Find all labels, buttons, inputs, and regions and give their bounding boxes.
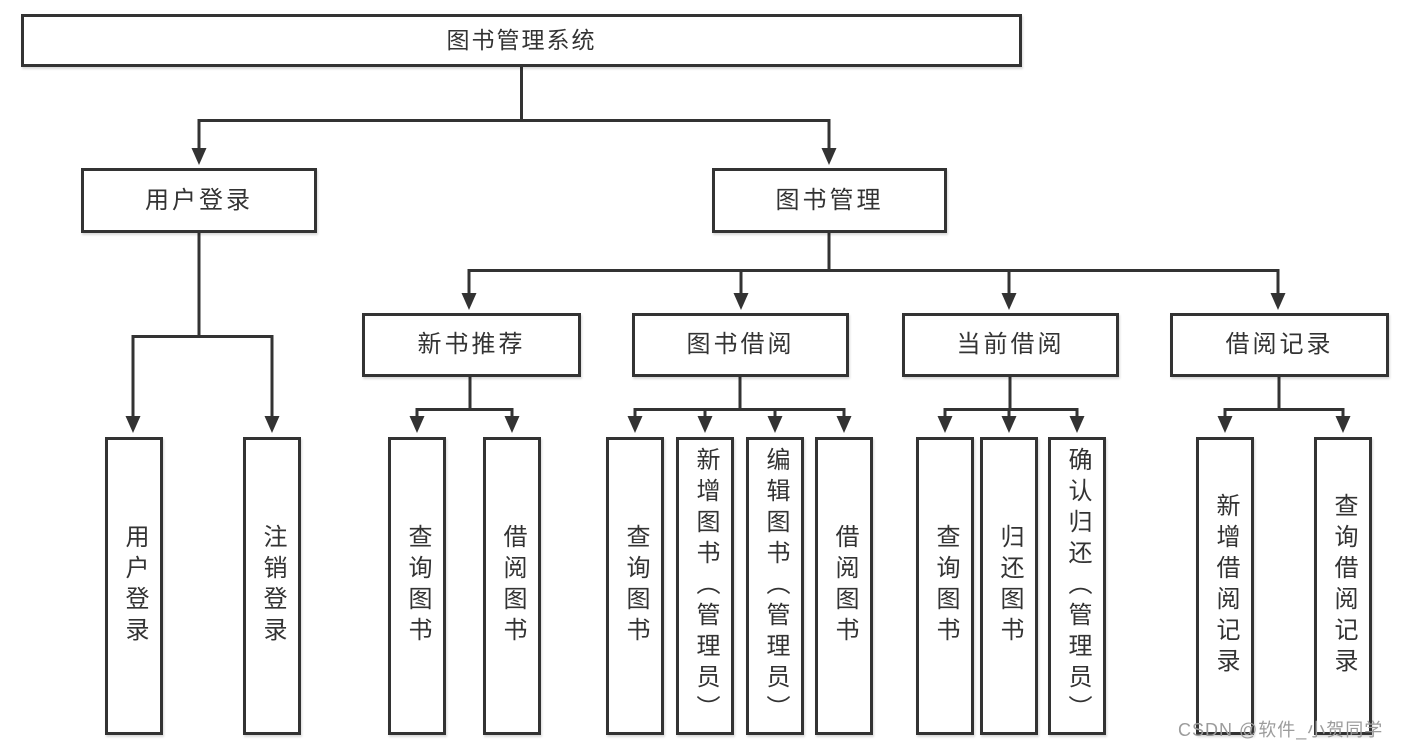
node-label: 新增图书（管理员） <box>692 446 719 726</box>
leaf-query-books-borrowing: 查询图书 <box>606 437 664 735</box>
leaf-logout: 注销登录 <box>243 437 301 735</box>
leaf-query-books-current: 查询图书 <box>916 437 974 735</box>
node-label: 归还图书 <box>996 524 1023 648</box>
node-label: 查询借阅记录 <box>1330 493 1357 679</box>
leaf-return-books: 归还图书 <box>980 437 1038 735</box>
leaf-query-books-recommend: 查询图书 <box>388 437 446 735</box>
node-label: 新增借阅记录 <box>1212 493 1239 679</box>
node-label: 图书借阅 <box>686 331 795 358</box>
node-label: 编辑图书（管理员） <box>762 446 789 726</box>
leaf-add-book-admin: 新增图书（管理员） <box>676 437 734 735</box>
node-label: 借阅记录 <box>1225 331 1334 358</box>
node-label: 用户登录 <box>121 524 148 648</box>
node-label: 借阅图书 <box>831 524 858 648</box>
node-new-book-recommendation: 新书推荐 <box>362 313 581 377</box>
node-borrowing-records: 借阅记录 <box>1170 313 1389 377</box>
node-label: 注销登录 <box>259 524 286 648</box>
leaf-borrow-books-recommend: 借阅图书 <box>483 437 541 735</box>
leaf-add-borrow-record: 新增借阅记录 <box>1196 437 1254 735</box>
node-label: 用户登录 <box>145 186 253 214</box>
node-book-management: 图书管理 <box>712 168 947 233</box>
leaf-query-borrow-record: 查询借阅记录 <box>1314 437 1372 735</box>
node-label: 图书管理 <box>775 186 884 214</box>
node-book-borrowing: 图书借阅 <box>632 313 849 377</box>
node-label: 查询图书 <box>404 524 431 648</box>
leaf-confirm-return-admin: 确认归还（管理员） <box>1048 437 1106 735</box>
node-user-login: 用户登录 <box>81 168 317 233</box>
node-library-management-system: 图书管理系统 <box>21 14 1022 67</box>
connector-strokes <box>131 67 1345 417</box>
node-label: 借阅图书 <box>499 524 526 648</box>
node-label: 当前借阅 <box>956 331 1065 358</box>
leaf-user-login: 用户登录 <box>105 437 163 735</box>
node-label: 查询图书 <box>932 524 959 648</box>
arrowheads <box>125 148 1351 433</box>
node-label: 确认归还（管理员） <box>1064 446 1091 726</box>
csdn-watermark: CSDN @软件_小贺同学 <box>1178 720 1384 740</box>
leaf-edit-book-admin: 编辑图书（管理员） <box>746 437 804 735</box>
leaf-borrow-books-borrowing: 借阅图书 <box>815 437 873 735</box>
node-label: 图书管理系统 <box>446 27 597 53</box>
node-current-borrowing: 当前借阅 <box>902 313 1119 377</box>
node-label: 查询图书 <box>622 524 649 648</box>
node-label: 新书推荐 <box>417 331 526 358</box>
